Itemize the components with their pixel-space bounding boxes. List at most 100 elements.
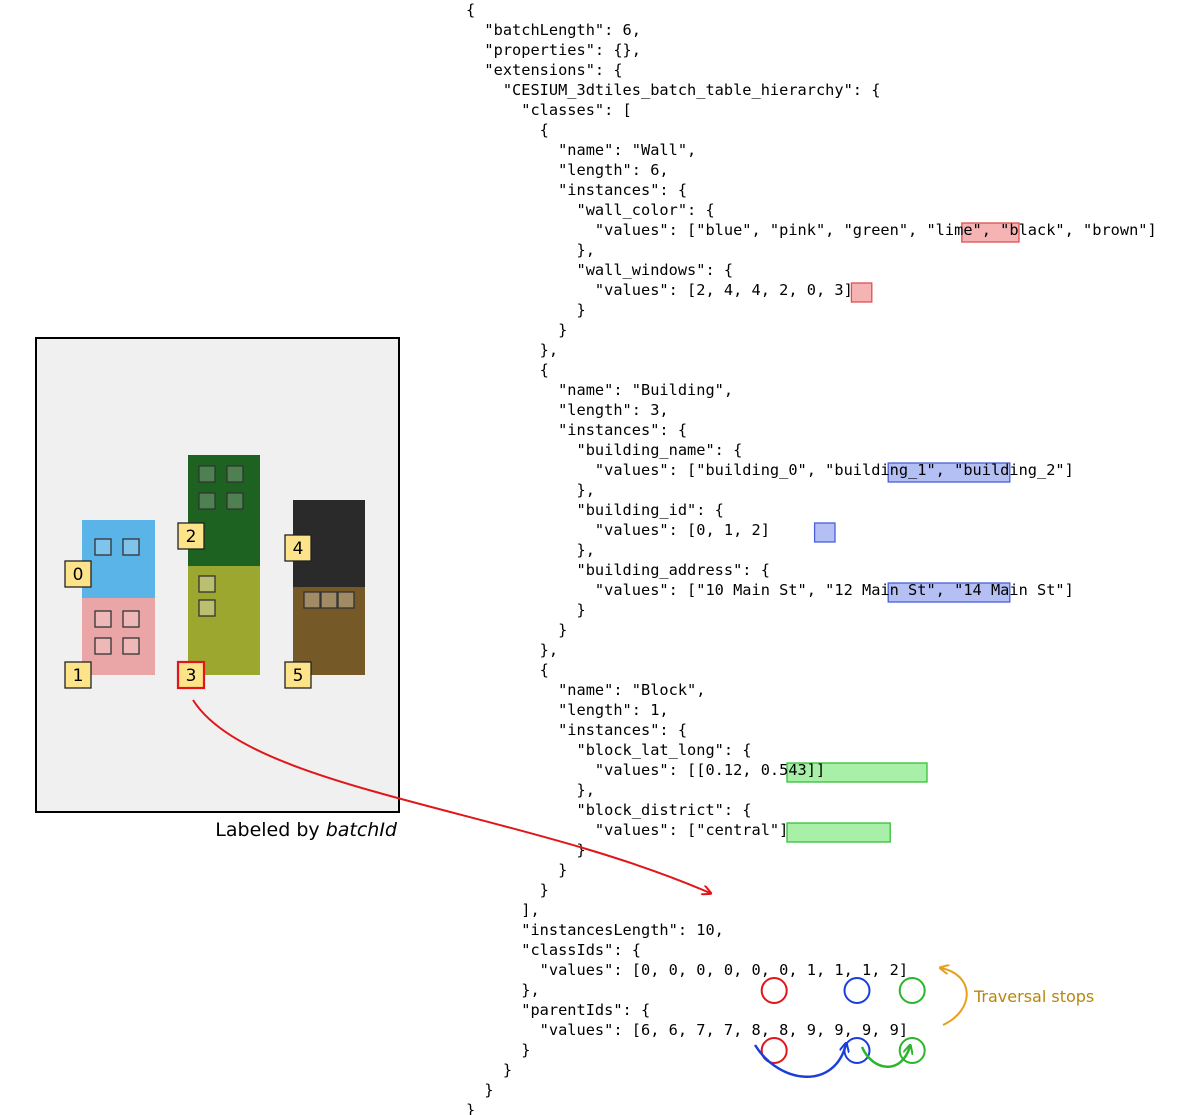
code-line: } [466, 1061, 512, 1079]
code-line: }, [466, 981, 540, 999]
code-line: "values": ["blue", "pink", "green", "lim… [466, 221, 1157, 239]
code-line: "values": ["building_0", "building_1", "… [466, 461, 1074, 479]
code-line: }, [466, 341, 558, 359]
batch-id-label-0: 0 [64, 560, 92, 588]
window [226, 492, 244, 510]
id-circle [898, 977, 926, 1004]
code-line: }, [466, 481, 595, 499]
code-line: }, [466, 641, 558, 659]
batch-id-text: 4 [293, 539, 304, 559]
code-line: "classIds": { [466, 941, 641, 959]
batch-id-label-4: 4 [284, 534, 312, 562]
code-line: "block_district": { [466, 801, 752, 819]
code-line: "length": 3, [466, 401, 669, 419]
highlight-blue [887, 582, 1011, 603]
batch-id-text: 5 [293, 666, 304, 686]
code-line: "name": "Building", [466, 381, 733, 399]
code-line: { [466, 661, 549, 679]
code-line: "instances": { [466, 721, 687, 739]
window [94, 610, 112, 628]
batch-id-label-3: 3 [176, 660, 206, 690]
code-line: "values": [0, 0, 0, 0, 0, 0, 1, 1, 1, 2] [466, 961, 908, 979]
code-line: "building_name": { [466, 441, 742, 459]
code-line: } [466, 1041, 530, 1059]
code-line: } [466, 1081, 494, 1099]
windows [94, 465, 355, 655]
window [198, 575, 216, 593]
code-line: }, [466, 241, 595, 259]
code-line: "block_lat_long": { [466, 741, 752, 759]
id-circle [760, 977, 788, 1004]
code-line: } [466, 881, 549, 899]
window [122, 610, 140, 628]
code-line: "building_address": { [466, 561, 770, 579]
code-line: { [466, 121, 549, 139]
batch-id-text: 1 [73, 666, 84, 686]
code-line: "values": [2, 4, 4, 2, 0, 3] [466, 281, 853, 299]
panel-caption: Labeled by batchId [215, 819, 398, 841]
id-circle [843, 1037, 871, 1064]
code-line: }, [466, 541, 595, 559]
value-highlights [786, 222, 1020, 843]
code-line: }, [466, 781, 595, 799]
code-line: "instancesLength": 10, [466, 921, 724, 939]
code-line: "values": [[0.12, 0.543]] [466, 761, 825, 779]
window [122, 637, 140, 655]
window [94, 538, 112, 556]
code-line: "properties": {}, [466, 41, 641, 59]
code-line: "values": [0, 1, 2] [466, 521, 770, 539]
window [198, 599, 216, 617]
batch-table-json: { "batchLength": 6, "properties": {}, "e… [466, 1, 1157, 1115]
code-line: "batchLength": 6, [466, 21, 641, 39]
buildings-panel: 0 1 2 3 4 5 Labeled by batchId [35, 337, 400, 841]
window [226, 465, 244, 483]
highlight-green [786, 762, 928, 783]
batch-id-label-5: 5 [284, 661, 312, 689]
code-line: "length": 1, [466, 701, 669, 719]
highlight-green [786, 822, 891, 843]
code-line: "name": "Wall", [466, 141, 696, 159]
code-line: { [466, 1, 475, 19]
id-circle [760, 1037, 788, 1064]
batch-id-text: 0 [73, 565, 84, 585]
code-line: "instances": { [466, 181, 687, 199]
code-line: } [466, 601, 586, 619]
highlight-red [961, 222, 1020, 243]
traversal-stops-label: Traversal stops [973, 987, 1094, 1006]
highlight-blue [813, 522, 836, 543]
window [320, 591, 338, 609]
parent-arrow-green [860, 1046, 910, 1068]
window [337, 591, 355, 609]
batch-id-label-2: 2 [177, 522, 205, 550]
window [198, 492, 216, 510]
code-line: } [466, 321, 567, 339]
code-line: "wall_windows": { [466, 261, 733, 279]
code-line: "parentIds": { [466, 1001, 650, 1019]
highlight-blue [887, 462, 1011, 483]
batch-id-text: 2 [186, 527, 197, 547]
code-line: "length": 6, [466, 161, 669, 179]
code-line: } [466, 301, 586, 319]
parent-arrow-blue [753, 1044, 846, 1078]
highlight-red [850, 282, 873, 303]
code-line: "instances": { [466, 421, 687, 439]
window [198, 465, 216, 483]
code-line: } [466, 841, 586, 859]
batch-id-arrow [192, 699, 710, 893]
code-line: "extensions": { [466, 61, 623, 79]
code-line: "wall_color": { [466, 201, 715, 219]
wall-blue [82, 520, 155, 598]
code-line: "values": [6, 6, 7, 7, 8, 8, 9, 9, 9, 9] [466, 1021, 908, 1039]
code-line: } [466, 861, 567, 879]
code-line: "CESIUM_3dtiles_batch_table_hierarchy": … [466, 81, 880, 99]
batch-id-label-1: 1 [64, 661, 92, 689]
id-circle [898, 1037, 926, 1064]
code-line: { [466, 361, 549, 379]
batch-id-text: 3 [186, 666, 197, 686]
window [122, 538, 140, 556]
wall-pink [82, 598, 155, 675]
code-line: "building_id": { [466, 501, 724, 519]
id-circle [843, 977, 871, 1004]
code-line: } [466, 1101, 475, 1115]
